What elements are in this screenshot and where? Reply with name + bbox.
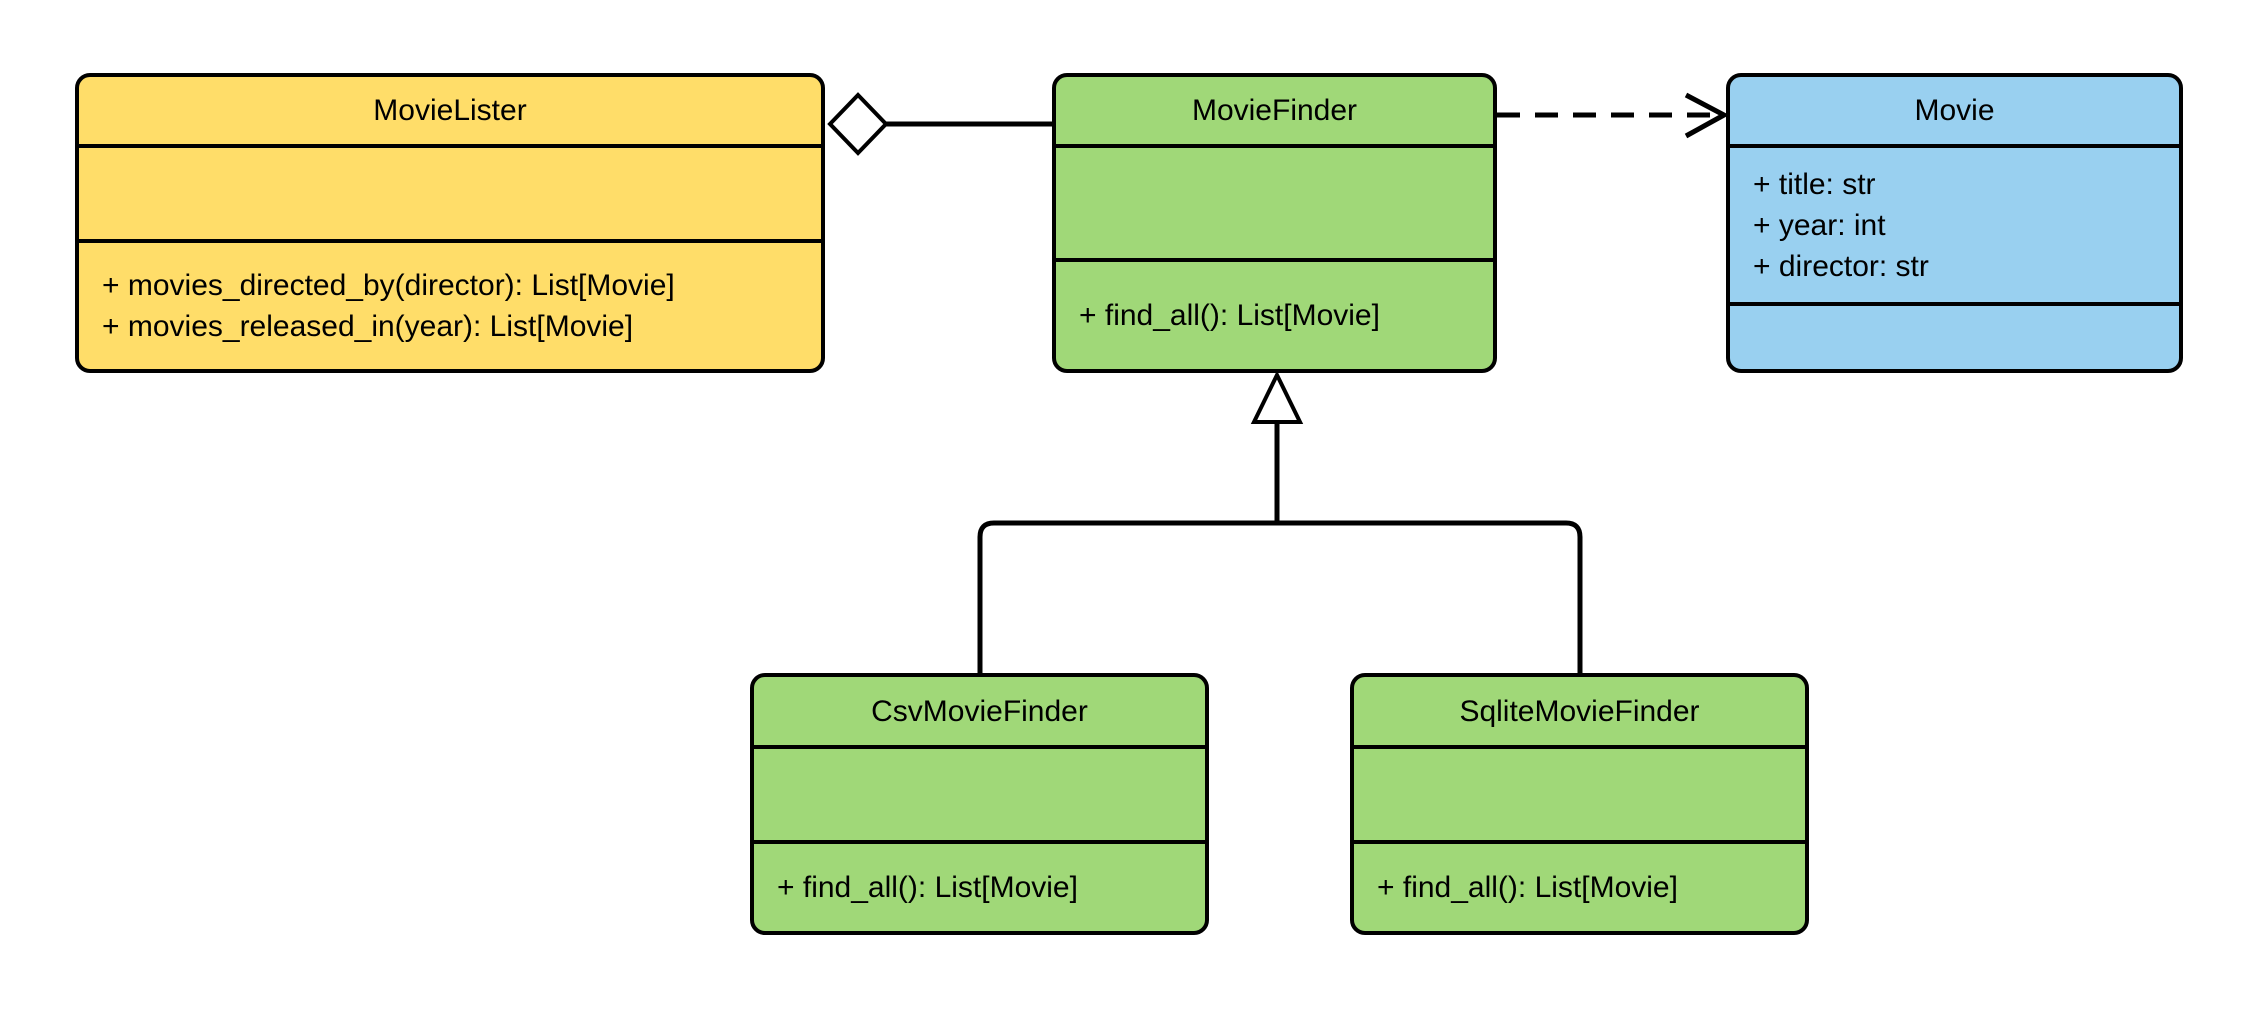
class-box-csvmoviefinder: CsvMovieFinder + find_all(): List[Movie] <box>750 673 1209 935</box>
attribute-label: + director: str <box>1753 249 1929 283</box>
class-title-csvmoviefinder: CsvMovieFinder <box>871 694 1088 728</box>
class-box-movielister: MovieLister + movies_directed_by(directo… <box>75 73 825 373</box>
attributes-compartment <box>1354 745 1805 840</box>
inheritance-edge <box>977 370 1583 673</box>
attributes-compartment <box>754 745 1205 840</box>
methods-compartment <box>1730 302 2179 369</box>
class-title-movie: Movie <box>1914 94 1995 127</box>
methods-compartment: + find_all(): List[Movie] <box>754 840 1205 931</box>
dependency-edge <box>1497 92 1730 139</box>
method-label: + movies_released_in(year): List[Movie] <box>102 310 634 343</box>
class-box-movie: Movie + title: str + year: int + directo… <box>1726 73 2183 373</box>
class-box-moviefinder: MovieFinder + find_all(): List[Movie] <box>1052 73 1497 373</box>
method-label: + find_all(): List[Movie] <box>1377 871 1678 904</box>
methods-compartment: + movies_directed_by(director): List[Mov… <box>79 239 821 369</box>
class-title-sqlitemoviefinder: SqliteMovieFinder <box>1459 694 1700 728</box>
attributes-compartment <box>1056 144 1493 258</box>
method-label: + movies_directed_by(director): List[Mov… <box>102 269 675 302</box>
inheritance-triangle-icon <box>1250 370 1304 424</box>
attributes-compartment <box>79 144 821 239</box>
attribute-label: + year: int <box>1753 208 1886 242</box>
class-box-sqlitemoviefinder: SqliteMovieFinder + find_all(): List[Mov… <box>1350 673 1809 935</box>
method-label: + find_all(): List[Movie] <box>1079 299 1380 332</box>
attributes-compartment: + title: str + year: int + director: str <box>1730 144 2179 302</box>
aggregation-diamond-icon <box>827 92 889 156</box>
aggregation-edge <box>827 92 1052 156</box>
class-title-movielister: MovieLister <box>373 94 527 127</box>
method-label: + find_all(): List[Movie] <box>777 871 1078 904</box>
attribute-label: + title: str <box>1753 167 1876 201</box>
open-arrowhead-icon <box>1684 92 1730 139</box>
methods-compartment: + find_all(): List[Movie] <box>1354 840 1805 931</box>
methods-compartment: + find_all(): List[Movie] <box>1056 258 1493 369</box>
class-title-moviefinder: MovieFinder <box>1191 94 1358 127</box>
